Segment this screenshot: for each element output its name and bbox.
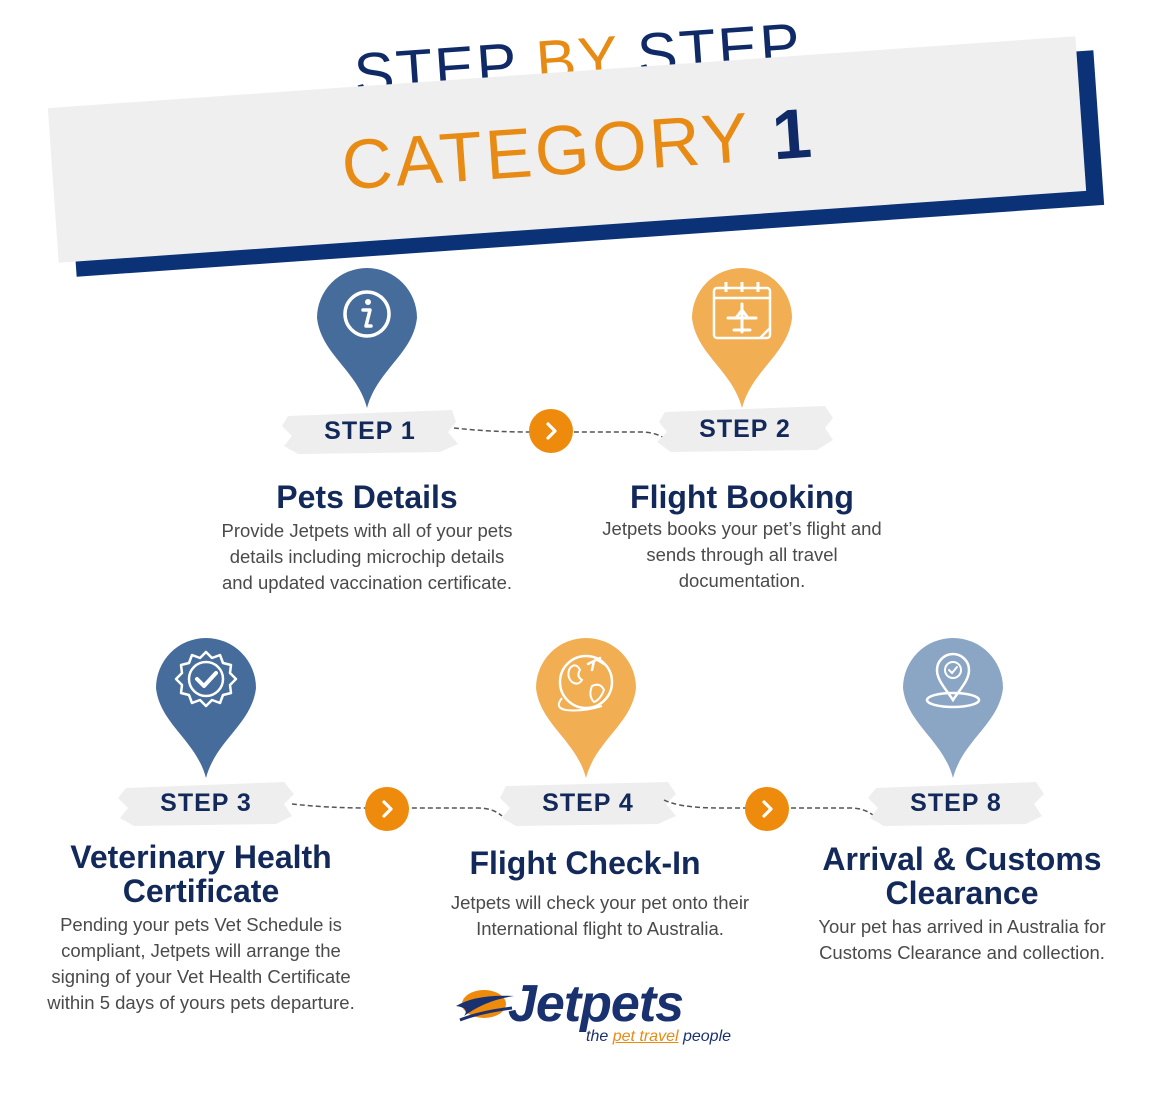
step-4-label-text: STEP 4 [542,788,634,817]
step-8-heading-line: Arrival & Customs [822,841,1102,877]
step-1-desc-line: Provide Jetpets with all of your pets [221,520,513,541]
next-arrow-1 [529,409,573,453]
jetpets-tagline: the pet travel people [586,1028,731,1046]
step-1-desc-line: details including microchip details [229,546,505,567]
chevron-right-icon [762,800,773,818]
globe-plane-icon [536,637,636,778]
step-2-pin [688,258,796,408]
location-check-icon [903,637,1003,778]
step-1-pin [313,258,421,408]
step-2-description: Jetpets books your pet’s flight and send… [560,516,924,594]
step-1-label-text: STEP 1 [324,416,416,445]
step-2-label-text: STEP 2 [699,414,791,443]
step-3-desc-line: Pending your pets Vet Schedule is [60,914,342,935]
jetpets-swoosh-icon [456,990,514,1022]
step-1-description: Provide Jetpets with all of your pets de… [180,518,554,596]
step-3-label: STEP 3 [116,778,296,828]
step-8-heading: Arrival & Customs Clearance [790,842,1134,910]
step-3-label-text: STEP 3 [160,788,252,817]
step-1-label: STEP 1 [280,406,460,456]
chevron-right-icon [546,422,557,440]
step-8-desc-line: Customs Clearance and collection. [819,942,1105,963]
step-3-desc-line: compliant, Jetpets will arrange the [61,940,341,961]
calendar-plane-icon [692,267,792,408]
step-4-desc-line: International flight to Australia. [476,918,724,939]
step-2-heading: Flight Booking [630,479,854,515]
step-2-desc-line: Jetpets books your pet’s flight and [602,518,882,539]
tagline-post: people [682,1028,732,1045]
next-arrow-2 [365,787,409,831]
step-3-desc-line: within 5 days of yours pets departure. [47,992,355,1013]
jetpets-logo-word: Jetpets [508,975,684,1033]
step-2-label: STEP 2 [655,404,835,454]
step-8-pin [899,628,1007,778]
step-3-pin [152,628,260,778]
step-1-heading: Pets Details [276,479,458,515]
step-8-label-text: STEP 8 [910,788,1002,817]
step-3-heading-line: Veterinary Health [70,839,332,875]
step-8-desc-line: Your pet has arrived in Australia for [818,916,1106,937]
certificate-check-icon [156,637,256,778]
next-arrow-3 [745,787,789,831]
category-number: 1 [769,93,817,175]
step-3-heading-line: Certificate [122,873,280,909]
tagline-pre: the [586,1028,609,1045]
step-2-desc-line: documentation. [678,570,806,591]
chevron-right-icon [382,800,393,818]
step-3-heading: Veterinary Health Certificate [20,840,382,908]
step-4-label: STEP 4 [498,778,678,828]
step-8-label: STEP 8 [866,778,1046,828]
step-4-pin [532,628,640,778]
info-icon [317,267,417,408]
step-8-description: Your pet has arrived in Australia for Cu… [790,914,1134,966]
step-4-heading: Flight Check-In [469,845,701,881]
tagline-highlight: pet travel [612,1028,679,1045]
step-4-desc-line: Jetpets will check your pet onto their [450,892,750,913]
step-2-desc-line: sends through all travel [646,544,838,565]
step-4-description: Jetpets will check your pet onto their I… [420,890,780,942]
step-3-desc-line: signing of your Vet Health Certificate [51,966,351,987]
step-3-description: Pending your pets Vet Schedule is compli… [20,912,382,1016]
step-1-desc-line: and updated vaccination certificate. [221,572,513,593]
step-8-heading-line: Clearance [885,875,1039,911]
